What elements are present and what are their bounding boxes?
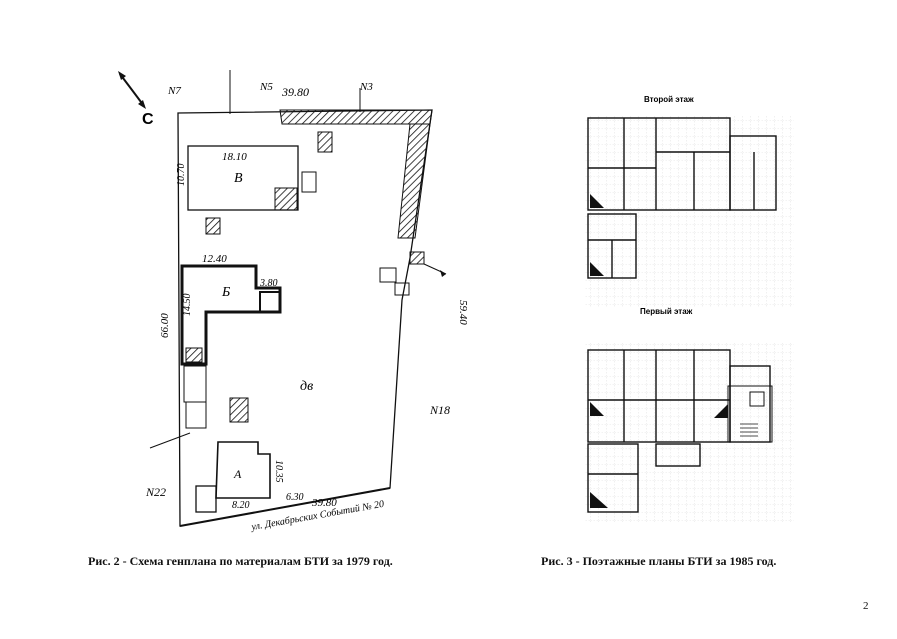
dim-b-small: 3.80 [259, 278, 278, 289]
north-arrow-icon [118, 71, 146, 109]
neighbor-n18: N18 [429, 403, 450, 417]
figure3-caption: Рис. 3 - Поэтажные планы БТИ за 1985 год… [541, 554, 777, 568]
building-a-outline [215, 441, 271, 499]
site-plan-drawing: С N7 N5 N3 N18 N22 39.80 39.80 6.30 66.0… [118, 70, 469, 533]
dim-b-depth: 14.50 [182, 294, 193, 317]
building-a-label: А [233, 467, 242, 481]
dim-a-width: 8.20 [232, 500, 250, 511]
building-v-outline [187, 145, 299, 211]
building-v-label: В [234, 171, 243, 186]
dim-v-width: 18.10 [222, 151, 247, 163]
dim-left-side: 66.00 [159, 313, 171, 338]
dim-top-width: 39.80 [281, 85, 309, 99]
building-b-outline [180, 264, 282, 366]
dim-v-depth: 10.70 [176, 164, 187, 187]
neighbor-n5: N5 [259, 81, 273, 93]
building-b-label: Б [221, 285, 230, 300]
neighbor-n7: N7 [167, 85, 181, 97]
dim-b-width: 12.40 [202, 253, 227, 265]
dim-bottom-width: 39.80 [311, 497, 337, 509]
floor-plans-figure: Второй этаж Первый этаж [574, 88, 814, 528]
north-letter: С [142, 111, 154, 128]
neighbor-n22: N22 [145, 485, 166, 499]
floor1-label: Первый этаж [640, 307, 693, 316]
page-number: 2 [863, 600, 869, 612]
dim-gate: 6.30 [286, 492, 304, 503]
floor-plans-drawing: Второй этаж Первый этаж [584, 95, 794, 522]
figure2-caption: Рис. 2 - Схема генплана по материалам БТ… [88, 554, 393, 568]
neighbor-n3: N3 [359, 81, 373, 93]
stairs-icon [740, 423, 758, 437]
plot-label: дв [300, 379, 313, 394]
floor2-plan [587, 117, 777, 279]
dim-a-depth: 10.35 [273, 460, 284, 483]
floor1-plan [587, 349, 773, 513]
floor2-label: Второй этаж [644, 95, 694, 104]
site-plan-figure: С N7 N5 N3 N18 N22 39.80 39.80 6.30 66.0… [110, 68, 470, 538]
dim-right-side: 59.40 [457, 300, 469, 325]
